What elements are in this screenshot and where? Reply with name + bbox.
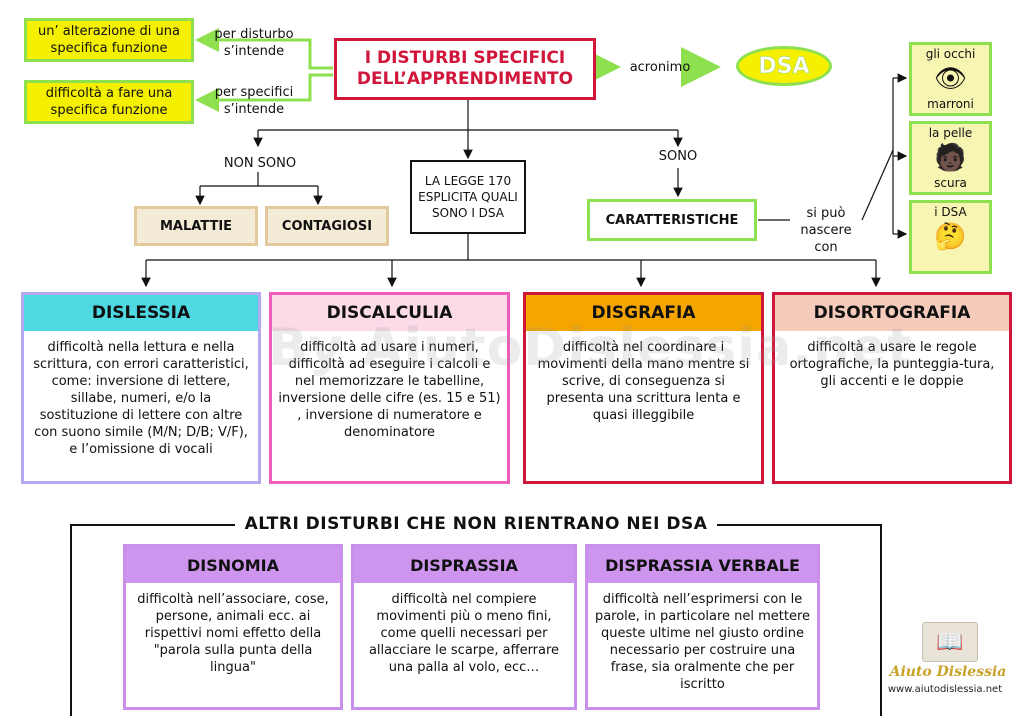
others-title: ALTRI DISTURBI CHE NON RIENTRANO NEI DSA [234,514,718,534]
logo-name: Aiuto Dislessia [889,664,1007,680]
card-description: difficoltà a usare le regole ortografich… [789,340,995,389]
trait-top-label: la pelle [928,126,973,140]
card-disnomia: DISNOMIA difficoltà nell’associare, cose… [123,544,343,710]
thinking-child-icon: 🤔 [934,222,967,252]
card-description: difficoltà nella lettura e nella scrittu… [33,340,249,457]
trait-top-label: gli occhi [925,47,976,61]
definition-text: difficoltà a fare una specifica funzione [45,86,173,118]
sono-label: SONO [658,149,698,164]
trait-dsa: i DSA 🤔 [909,200,992,274]
born-with-label: si può nascere con [800,206,852,255]
connector-label-disturbo: per disturbo s’intende [214,27,294,59]
acronym-label: acronimo [629,60,691,75]
definition-text: un’ alterazione di una specifica funzion… [38,24,180,56]
acronym-text: DSA [758,53,810,79]
card-dislessia: DISLESSIA difficoltà nella lettura e nel… [21,292,261,484]
card-header: DISCALCULIA [272,295,507,331]
trait-top-label: i DSA [934,205,967,219]
trait-eyes: gli occhi 👁 marroni [909,42,992,116]
card-header: DISGRAFIA [526,295,761,331]
contagiosi-box: CONTAGIOSI [265,206,389,246]
trait-bottom-label: scura [934,176,967,190]
malattie-text: MALATTIE [159,218,233,234]
trait-skin: la pelle 🧑🏿 scura [909,121,992,195]
card-description: difficoltà nel compiere movimenti più o … [368,592,560,675]
non-sono-label: NON SONO [223,156,297,171]
main-title-text: I DISTURBI SPECIFICI DELL’APPRENDIMENTO [356,48,574,89]
caratteristiche-text: CARATTERISTICHE [605,212,739,228]
definition-box-disturbo: un’ alterazione di una specifica funzion… [24,18,194,62]
card-discalculia: DISCALCULIA difficoltà ad usare i numeri… [269,292,510,484]
card-header: DISNOMIA [126,547,340,583]
card-header: DISPRASSIA VERBALE [588,547,817,583]
others-title-wrap: ALTRI DISTURBI CHE NON RIENTRANO NEI DSA [0,514,952,534]
card-disprassia-verbale: DISPRASSIA VERBALE difficoltà nell’espri… [585,544,820,710]
trait-bottom-label: marroni [927,97,974,111]
law-box: LA LEGGE 170 ESPLICITA QUALI SONO I DSA [410,160,526,234]
eye-icon: 👁 [933,64,968,94]
card-header: DISORTOGRAFIA [775,295,1009,331]
malattie-box: MALATTIE [134,206,258,246]
logo-url: www.aiutodislessia.net [887,684,1003,695]
law-text: LA LEGGE 170 ESPLICITA QUALI SONO I DSA [418,174,518,220]
card-description: difficoltà nel coordinare i movimenti de… [537,340,750,423]
card-disgrafia: DISGRAFIA difficoltà nel coordinare i mo… [523,292,764,484]
book-logo-icon: 📖 [922,622,978,662]
card-description: difficoltà ad usare i numeri, difficoltà… [278,340,501,440]
card-disortografia: DISORTOGRAFIA difficoltà a usare le rego… [772,292,1012,484]
face-icon: 🧑🏿 [934,143,967,173]
card-description: difficoltà nell’associare, cose, persone… [137,592,329,675]
main-title: I DISTURBI SPECIFICI DELL’APPRENDIMENTO [334,38,596,100]
card-description: difficoltà nell’esprimersi con le parole… [594,592,811,692]
card-header: DISPRASSIA [354,547,574,583]
definition-box-specifici: difficoltà a fare una specifica funzione [24,80,194,124]
contagiosi-text: CONTAGIOSI [281,218,373,234]
connector-label-specifici: per specifici s’intende [214,85,294,117]
acronym-badge: DSA [736,46,832,86]
card-disprassia: DISPRASSIA difficoltà nel compiere movim… [351,544,577,710]
card-header: DISLESSIA [24,295,258,331]
caratteristiche-box: CARATTERISTICHE [587,199,757,241]
